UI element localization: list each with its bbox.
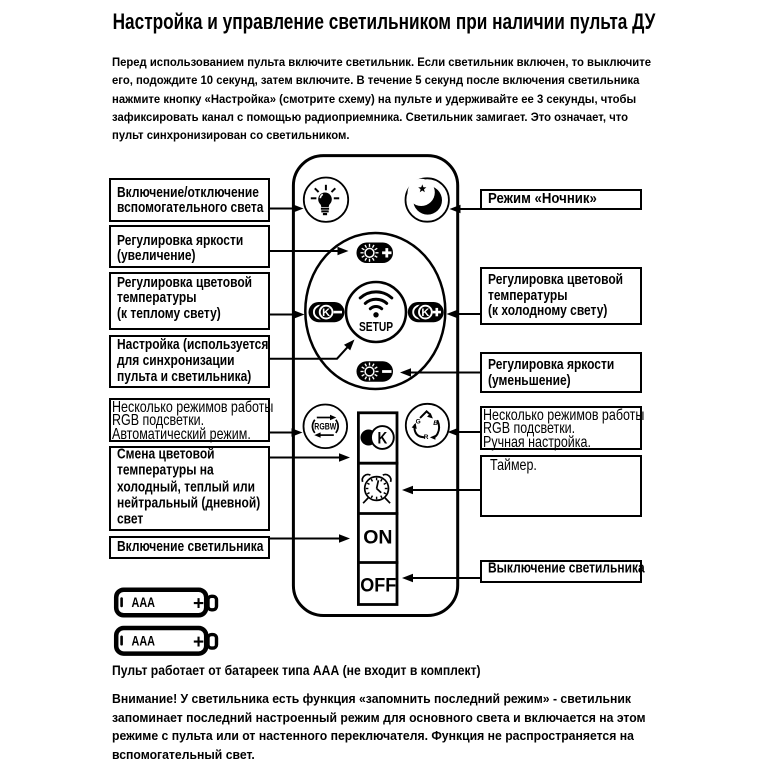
svg-text:+: + xyxy=(193,632,204,653)
svg-text:SETUP: SETUP xyxy=(359,319,393,334)
svg-text:RGBW: RGBW xyxy=(314,422,336,433)
svg-text:K: K xyxy=(378,429,388,447)
svg-text:OFF: OFF xyxy=(360,574,396,596)
svg-text:B: B xyxy=(433,420,438,427)
svg-text:AAA: AAA xyxy=(132,595,156,610)
svg-text:G: G xyxy=(416,419,421,426)
svg-text:+: + xyxy=(193,594,204,615)
svg-text:R: R xyxy=(424,434,429,441)
svg-text:ON: ON xyxy=(363,527,392,549)
svg-text:AAA: AAA xyxy=(132,634,156,649)
